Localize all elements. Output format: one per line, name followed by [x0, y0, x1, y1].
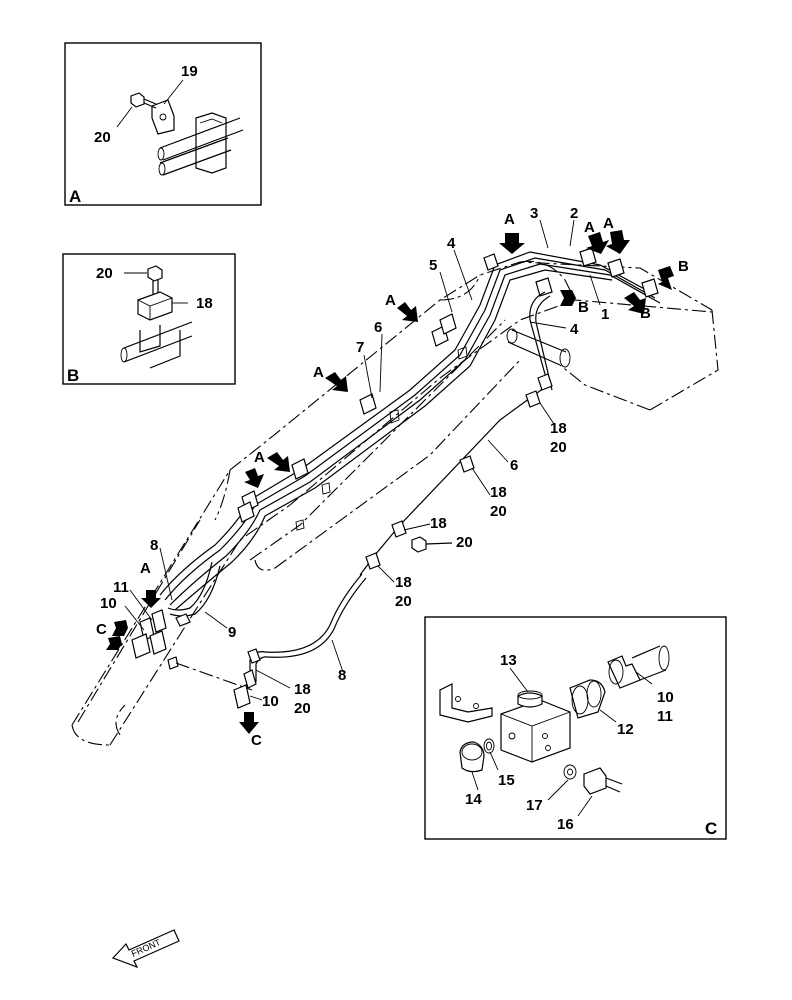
callout-8-upper: 8 — [150, 537, 158, 554]
callout-10-upper: 10 — [100, 595, 117, 612]
callout-18-e: 18 — [294, 681, 311, 698]
view-a-label-19: 19 — [181, 63, 198, 80]
callout-18-a: 18 — [550, 420, 567, 437]
view-c-label-12: 12 — [617, 721, 634, 738]
ref-a-6: A — [254, 449, 265, 466]
inset-view-b: 20 18 B — [62, 253, 236, 385]
ref-c-2: C — [251, 732, 262, 749]
callout-8-lower: 8 — [338, 667, 346, 684]
view-a-letter: A — [69, 187, 81, 206]
callout-3: 3 — [530, 205, 538, 222]
ref-a-2: A — [584, 219, 595, 236]
callout-20-c: 20 — [456, 534, 473, 551]
hose-bundle-lower — [167, 291, 553, 682]
callout-6-lower: 6 — [510, 457, 518, 474]
view-b-label-20: 20 — [96, 265, 113, 282]
ref-a-1: A — [504, 211, 515, 228]
ref-a-4: A — [385, 292, 396, 309]
callout-9: 9 — [228, 624, 236, 641]
view-a-label-20: 20 — [94, 129, 111, 146]
ref-a-5: A — [313, 364, 324, 381]
callout-4-upper: 4 — [447, 235, 456, 252]
callout-7: 7 — [356, 339, 364, 356]
hose-bundle-upper — [159, 247, 661, 611]
ref-a-3: A — [603, 215, 614, 232]
ref-b-2: B — [578, 299, 589, 316]
callout-18-d: 18 — [395, 574, 412, 591]
ref-c-1: C — [96, 621, 107, 638]
callout-labels: 1 2 3 4 4 5 6 6 7 8 8 9 10 10 11 18 20 1… — [96, 205, 689, 749]
callout-1: 1 — [601, 306, 609, 323]
callout-6-upper: 6 — [374, 319, 382, 336]
callout-4-lower: 4 — [570, 321, 579, 338]
inset-view-c: 13 10 11 12 15 14 17 16 C — [424, 616, 727, 840]
view-b-label-18: 18 — [196, 295, 213, 312]
callout-18-c: 18 — [430, 515, 447, 532]
reference-arrows — [106, 230, 674, 734]
callout-11: 11 — [113, 579, 129, 596]
view-c-label-14: 14 — [465, 791, 482, 808]
ref-b-1: B — [678, 258, 689, 275]
boom-tip-fittings — [131, 609, 261, 709]
view-c-label-17: 17 — [526, 797, 543, 814]
view-c-label-10: 10 — [657, 689, 674, 706]
callout-20-b: 20 — [490, 503, 507, 520]
view-c-label-11: 11 — [657, 708, 673, 725]
ref-b-3: B — [640, 305, 651, 322]
ref-a-7: A — [140, 560, 151, 577]
view-c-letter: C — [705, 819, 717, 838]
view-c-label-13: 13 — [500, 652, 517, 669]
front-arrow: FRONT — [111, 929, 180, 969]
leader-lines — [124, 219, 601, 701]
callout-5: 5 — [429, 257, 437, 274]
inset-view-a: 19 20 A — [64, 42, 262, 206]
callout-20-d: 20 — [395, 593, 412, 610]
callout-2: 2 — [570, 205, 578, 222]
view-c-label-15: 15 — [498, 772, 515, 789]
callout-10-lower: 10 — [262, 693, 279, 710]
view-c-label-16: 16 — [557, 816, 574, 833]
callout-20-a: 20 — [550, 439, 567, 456]
view-b-letter: B — [67, 366, 79, 385]
callout-18-b: 18 — [490, 484, 507, 501]
callout-20-e: 20 — [294, 700, 311, 717]
